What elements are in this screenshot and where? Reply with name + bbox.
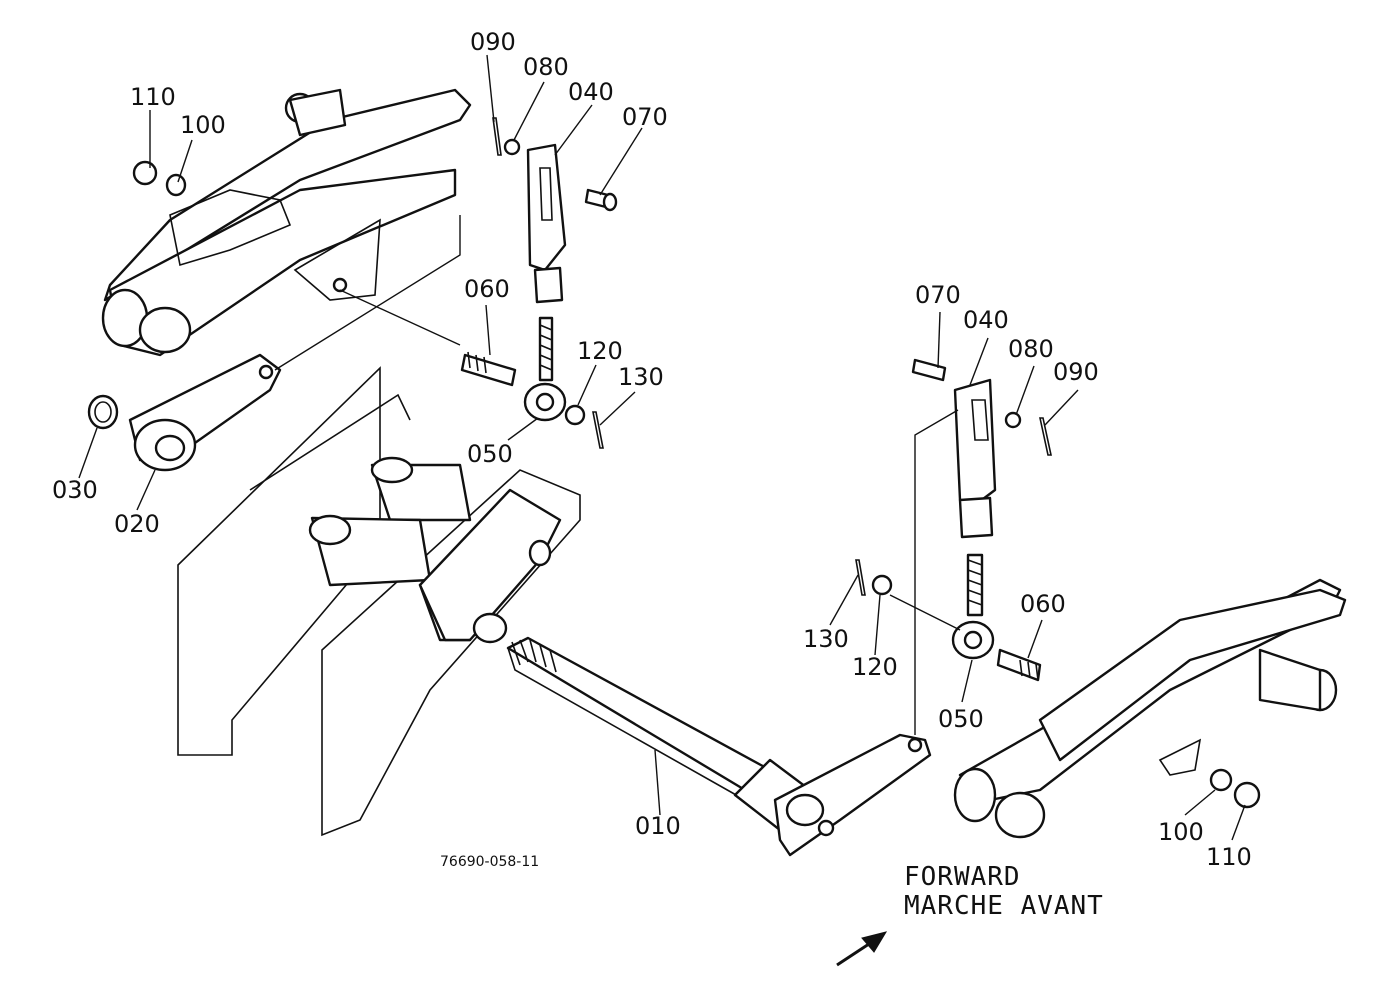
left-lift-rod — [132, 117, 618, 449]
callout-090-right: 090 — [1053, 358, 1099, 386]
callout-110-right: 110 — [1206, 843, 1252, 871]
callout-labels: 090 080 040 070 110 100 060 120 130 050 … — [52, 28, 1252, 871]
callout-110-left: 110 — [130, 83, 176, 111]
direction-label-en: FORWARD — [904, 862, 1021, 892]
callout-130-left: 130 — [618, 363, 664, 391]
callout-020-left: 020 — [114, 510, 160, 538]
callout-070-left: 070 — [622, 103, 668, 131]
callout-050-right: 050 — [938, 705, 984, 733]
callout-120-right: 120 — [852, 653, 898, 681]
housing-plates — [177, 366, 581, 837]
callout-070-right: 070 — [915, 281, 961, 309]
callout-090-left: 090 — [470, 28, 516, 56]
callout-080-left: 080 — [523, 53, 569, 81]
callout-100-left: 100 — [180, 111, 226, 139]
direction-label-fr: MARCHE AVANT — [904, 891, 1104, 921]
callout-060-left: 060 — [464, 275, 510, 303]
direction-indicator: FORWARD MARCHE AVANT — [836, 862, 1104, 967]
callout-030-left: 030 — [52, 476, 98, 504]
leader-lines — [78, 54, 1246, 841]
callout-130-right: 130 — [803, 625, 849, 653]
cross-shaft-010 — [506, 636, 932, 857]
callout-080-right: 080 — [1008, 335, 1054, 363]
left-lift-arm — [101, 88, 472, 357]
left-lever-020 — [87, 353, 282, 472]
callout-040-right: 040 — [963, 306, 1009, 334]
forward-arrow-icon — [836, 931, 888, 967]
callout-060-right: 060 — [1020, 590, 1066, 618]
callout-040-left: 040 — [568, 78, 614, 106]
right-lift-rod — [855, 358, 1052, 682]
callout-010-shaft: 010 — [635, 812, 681, 840]
housing-bosses — [308, 456, 562, 644]
callout-120-left: 120 — [577, 337, 623, 365]
drawing-code: 76690-058-11 — [440, 854, 539, 870]
callout-100-right: 100 — [1158, 818, 1204, 846]
callout-050-left: 050 — [467, 440, 513, 468]
right-lift-arm — [953, 578, 1347, 839]
